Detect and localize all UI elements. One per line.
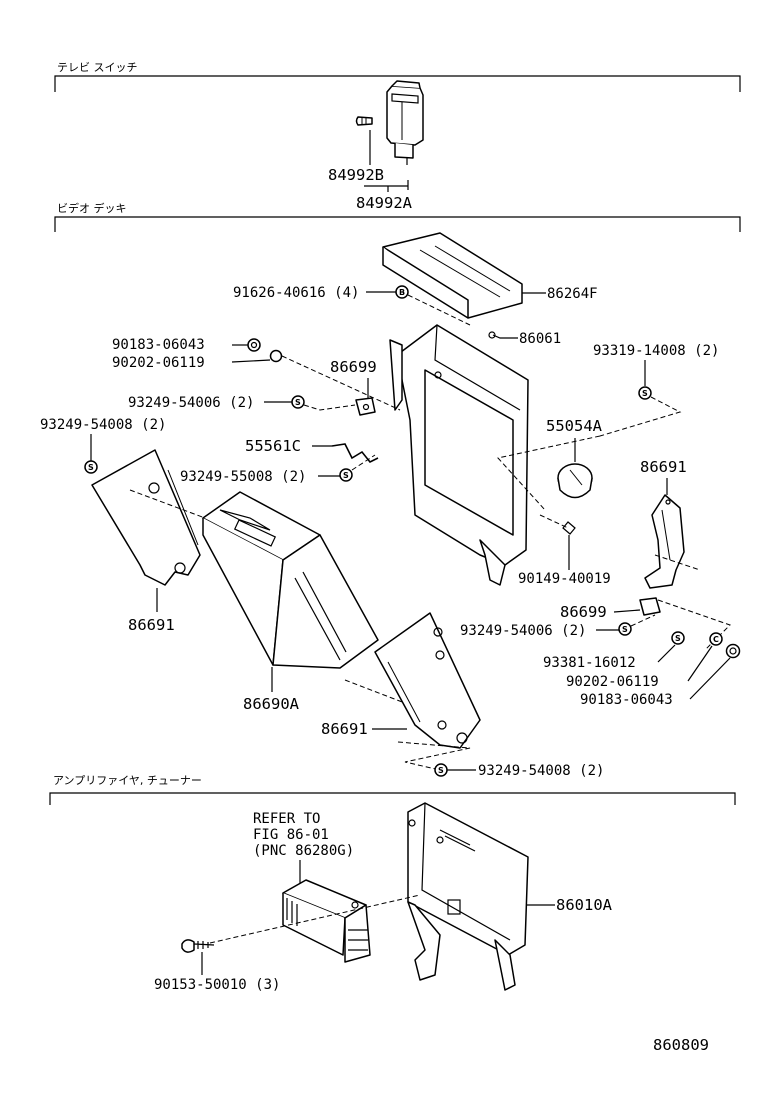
clip-86699-lower-drawing — [639, 597, 661, 616]
clip-86699-upper-drawing — [355, 397, 376, 416]
part-label-90183-06043-right: 90183-06043 — [580, 692, 673, 708]
tuner-module-drawing — [282, 879, 371, 963]
part-label-91626-40616: 91626-40616 (4) — [233, 285, 359, 301]
refer-text-line3: (PNC 86280G) — [253, 843, 354, 859]
amplifier-86010A-drawing — [407, 802, 529, 991]
screw-symbol-letter: S — [642, 389, 648, 398]
section-title-tv-switch: テレビ スイッチ — [57, 61, 138, 74]
part-label-93249-55008: 93249-55008 (2) — [180, 469, 306, 485]
part-label-86699-upper: 86699 — [330, 358, 377, 376]
side-bracket-86691-right-drawing — [644, 494, 685, 589]
part-label-55561C: 55561C — [245, 437, 301, 455]
bolt-symbol-icon — [395, 285, 409, 299]
figure-number: 860809 — [653, 1036, 709, 1054]
part-label-93249-54008-upper: 93249-54008 (2) — [40, 417, 166, 433]
part-label-93319-14008: 93319-14008 (2) — [593, 343, 719, 359]
part-label-84992A: 84992A — [356, 194, 413, 212]
part-label-86061: 86061 — [519, 331, 561, 347]
screw-symbol-letter: S — [295, 398, 301, 407]
screw-symbol-letter: S — [622, 625, 628, 634]
part-label-93249-54006-lower: 93249-54006 (2) — [460, 623, 586, 639]
side-panel-86691-lower-drawing — [374, 612, 481, 749]
refer-text-line2: FIG 86-01 — [253, 827, 329, 843]
part-label-93249-54006-upper: 93249-54006 (2) — [128, 395, 254, 411]
part-label-90202-06119-left: 90202-06119 — [112, 355, 205, 371]
screw-symbol-letter: S — [343, 471, 349, 480]
section-amplifier: アンプリファイヤ, チューナー — [49, 774, 736, 805]
washer-symbol-icon — [269, 349, 283, 363]
video-deck-86690A-drawing — [202, 491, 379, 669]
cover-86264F-drawing — [382, 232, 523, 319]
section-title-amplifier: アンプリファイヤ, チューナー — [53, 774, 202, 787]
screw-90153-drawing — [181, 939, 215, 953]
side-panel-86691-left-drawing — [91, 449, 201, 586]
tv-switch-screw-drawing — [355, 116, 373, 126]
screw-90149-icon — [562, 521, 576, 535]
screw-symbol-letter: S — [675, 634, 681, 643]
part-label-90153-50010: 90153-50010 (3) — [154, 977, 280, 993]
refer-text-line1: REFER TO — [253, 811, 320, 827]
part-label-90183-06043-left: 90183-06043 — [112, 337, 205, 353]
section-video-deck: ビデオ デッキ — [54, 201, 741, 232]
part-label-90202-06119-right: 90202-06119 — [566, 674, 659, 690]
section-title-video-deck: ビデオ デッキ — [57, 201, 127, 215]
part-label-86691-lower: 86691 — [321, 720, 368, 738]
bolt-symbol-letter: B — [399, 288, 405, 297]
part-label-93381-16012: 93381-16012 — [543, 655, 636, 671]
screw-symbol-letter: S — [438, 766, 444, 775]
part-label-86264F: 86264F — [547, 286, 598, 302]
part-label-86699-lower: 86699 — [560, 603, 607, 621]
screw-symbol-icon — [291, 395, 305, 409]
spring-55561C-drawing — [331, 443, 379, 464]
part-label-84992B: 84992B — [328, 166, 384, 184]
tv-switch-drawing — [386, 80, 424, 159]
part-label-90149-40019: 90149-40019 — [518, 571, 611, 587]
part-label-86691-right: 86691 — [640, 458, 687, 476]
part-label-93249-54008-lower: 93249-54008 (2) — [478, 763, 604, 779]
part-label-86010A: 86010A — [556, 896, 613, 914]
part-label-86691-left: 86691 — [128, 616, 175, 634]
section-tv-switch: テレビ スイッチ — [54, 61, 741, 92]
part-label-86690A: 86690A — [243, 695, 300, 713]
part-label-55054A: 55054A — [546, 417, 603, 435]
bracket-86061-drawing — [389, 324, 529, 586]
knob-55054A-drawing — [557, 463, 593, 499]
screw-symbol-letter: S — [88, 463, 94, 472]
clip-symbol-letter: C — [713, 635, 719, 644]
nut-symbol-icon — [247, 338, 261, 352]
